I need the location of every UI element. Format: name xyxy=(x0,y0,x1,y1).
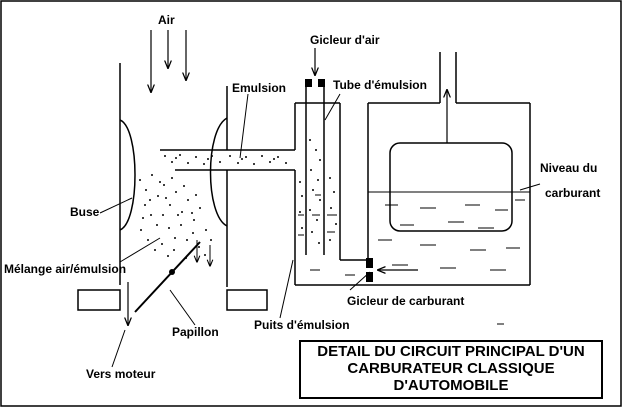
label-papillon: Papillon xyxy=(172,325,219,339)
label-gicleur-carburant: Gicleur de carburant xyxy=(347,294,464,308)
gicleur-air-left xyxy=(305,79,312,87)
title-line-3: D'AUTOMOBILE xyxy=(394,377,509,394)
leader-lines xyxy=(99,93,541,368)
emulsion-well xyxy=(294,84,368,286)
gicleur-carburant-top xyxy=(366,258,373,268)
float-chamber xyxy=(367,52,531,286)
label-melange: Mélange air/émulsion xyxy=(4,262,126,276)
title-line-2: CARBURATEUR CLASSIQUE xyxy=(347,360,554,377)
title-box xyxy=(299,340,603,399)
venturi-body xyxy=(77,63,268,311)
emulsion-dots xyxy=(164,154,287,165)
papillon-plate xyxy=(134,241,201,313)
papillon-pivot xyxy=(169,269,175,275)
gicleur-carburant-bottom xyxy=(366,272,373,282)
label-air: Air xyxy=(158,13,175,27)
chamber-liquid xyxy=(378,199,525,271)
title-line-1: DETAIL DU CIRCUIT PRINCIPAL D'UN xyxy=(317,343,584,360)
label-emulsion: Emulsion xyxy=(232,81,286,95)
emulsion-tube xyxy=(160,149,295,171)
label-buse: Buse xyxy=(70,205,100,219)
spray-dots xyxy=(139,174,212,259)
well-liquid xyxy=(298,194,355,276)
label-niveau-2: carburant xyxy=(545,186,600,200)
label-vers-moteur: Vers moteur xyxy=(86,367,156,381)
air-arrows xyxy=(151,30,186,92)
well-dots xyxy=(299,139,337,244)
label-niveau-1: Niveau du xyxy=(540,161,597,175)
label-tube-emulsion: Tube d'émulsion xyxy=(333,78,427,92)
gicleur-air-right xyxy=(318,79,325,87)
label-gicleur-air: Gicleur d'air xyxy=(310,33,380,47)
label-puits: Puits d'émulsion xyxy=(254,318,350,332)
melange-arrows xyxy=(197,240,210,266)
